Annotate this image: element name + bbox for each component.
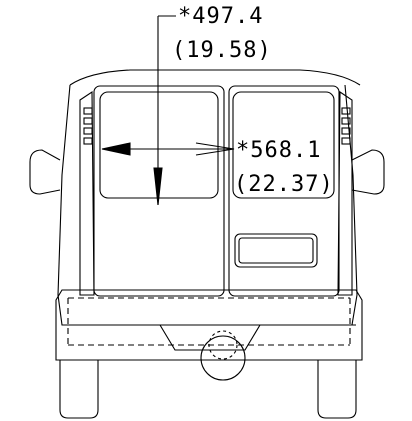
right-pillar-lights — [337, 90, 353, 296]
rear-bumper — [55, 289, 363, 361]
right-rear-wheel — [317, 360, 357, 419]
right-rear-door — [228, 85, 340, 297]
van-body-outline — [57, 84, 358, 326]
right-mirror — [351, 149, 385, 195]
width-dimension-value: *568.1 — [236, 138, 321, 163]
left-pillar-lights — [79, 90, 95, 296]
height-dimension-value: *497.4 — [178, 4, 263, 29]
height-dimension-converted: (19.58) — [172, 38, 272, 63]
height-dimension — [153, 15, 176, 206]
van-roof-outline — [69, 69, 361, 86]
spare-tire — [200, 330, 246, 381]
left-mirror — [29, 149, 61, 195]
right-door-window — [232, 91, 335, 199]
left-rear-wheel — [59, 360, 99, 419]
width-dimension — [101, 142, 235, 156]
door-handle — [234, 233, 318, 268]
width-dimension-converted: (22.37) — [234, 172, 334, 197]
